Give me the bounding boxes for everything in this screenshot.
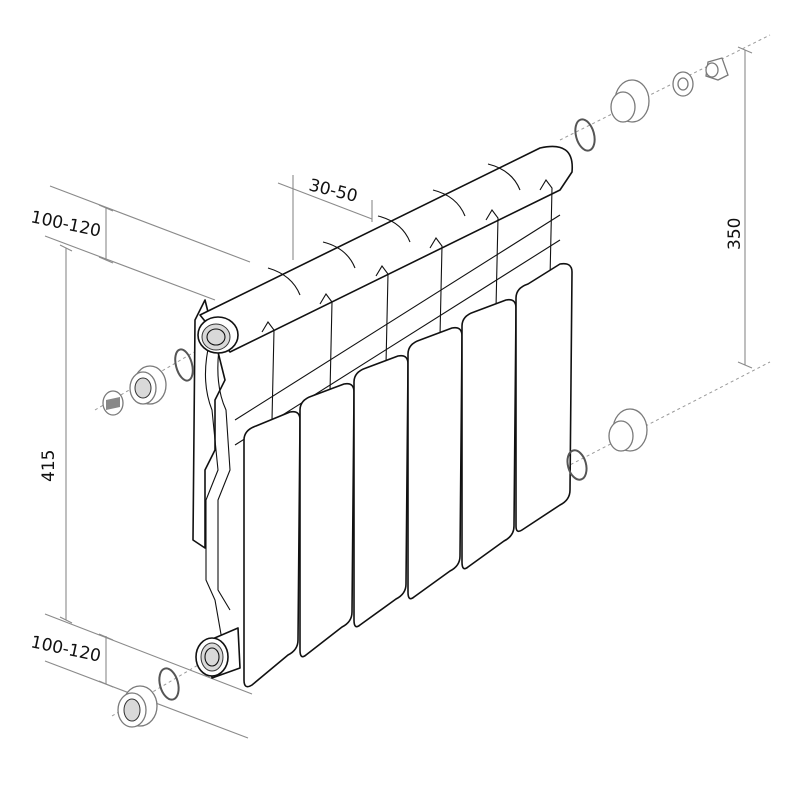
radiator-body <box>192 145 573 688</box>
bottom-depth-label: 100-120 <box>29 632 103 666</box>
radiator-sections <box>243 262 573 688</box>
reducer-nipple-icon <box>117 685 158 728</box>
top-left-port <box>197 316 239 354</box>
top-depth-label: 100-120 <box>29 207 103 241</box>
wall-gap-label: 30-50 <box>307 175 360 206</box>
right-top-fittings <box>574 57 729 152</box>
air-vent-nipple-icon <box>672 71 694 97</box>
gasket-ring-icon <box>566 449 588 481</box>
gasket-ring-icon <box>574 118 596 152</box>
left-bottom-fittings <box>117 667 180 728</box>
blind-plug-icon <box>102 390 124 416</box>
gasket-ring-icon <box>158 667 180 701</box>
bottom-left-port <box>195 627 241 679</box>
dimension-lines <box>44 46 753 739</box>
right-bottom-fittings <box>566 408 648 481</box>
total-height-label: 415 <box>39 450 59 482</box>
fin-hooks <box>234 179 561 446</box>
reducer-nipple-icon <box>129 365 167 405</box>
gasket-ring-icon <box>174 348 194 382</box>
center-distance-label: 350 <box>725 218 745 250</box>
reducer-icon <box>608 408 648 452</box>
reducer-icon <box>610 79 650 123</box>
air-valve-icon <box>705 57 729 81</box>
left-top-fittings <box>102 348 194 416</box>
